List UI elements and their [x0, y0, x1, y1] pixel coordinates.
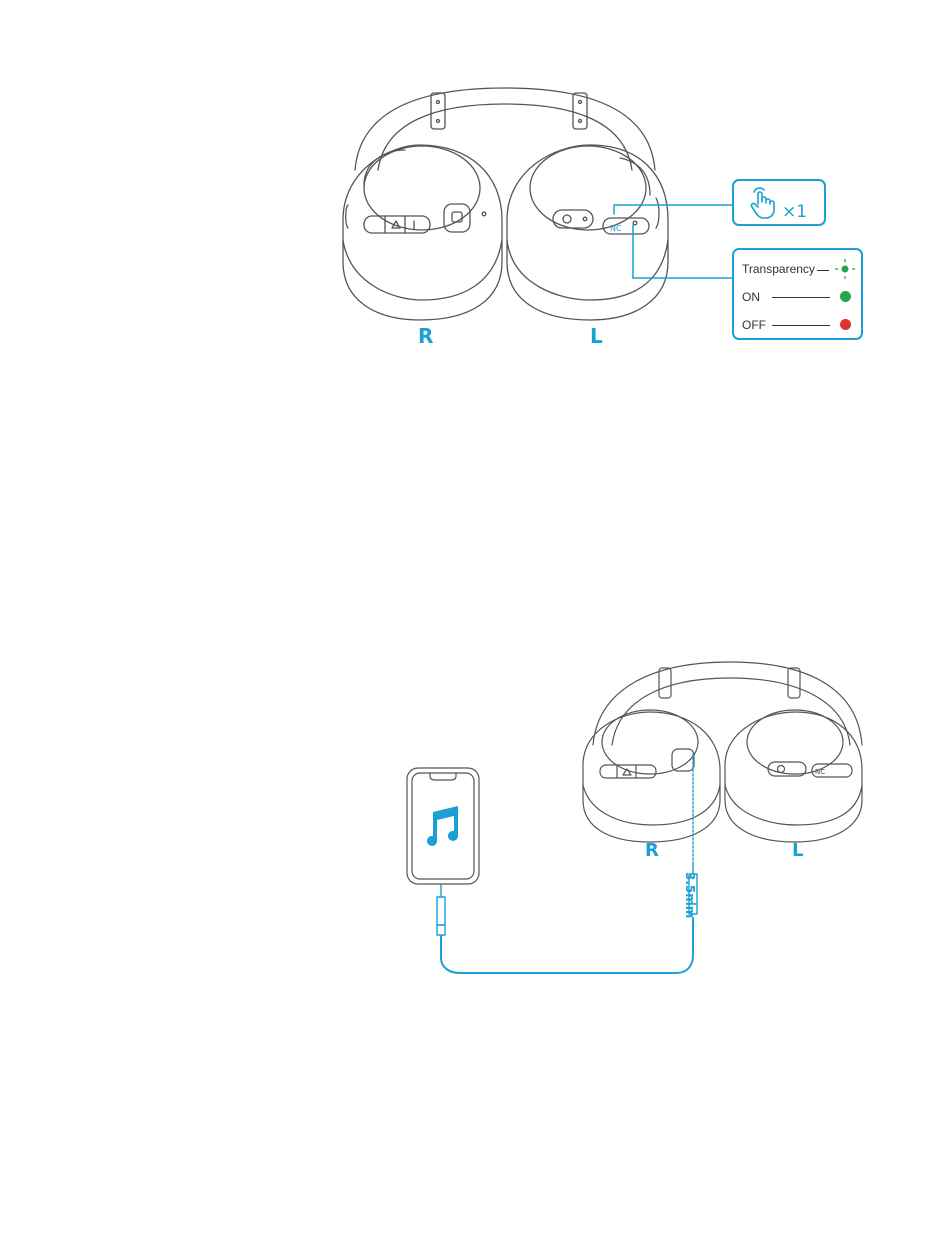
nc-button-label-2: NC — [815, 768, 825, 776]
right-earcup-2 — [583, 710, 720, 842]
music-note-icon — [422, 804, 462, 848]
cable-size-label: 3.5mm — [683, 872, 697, 918]
left-side-label-2: L — [792, 840, 803, 861]
right-side-label-2: R — [645, 840, 659, 861]
audio-cable — [441, 918, 693, 973]
left-earcup-2 — [725, 710, 862, 842]
